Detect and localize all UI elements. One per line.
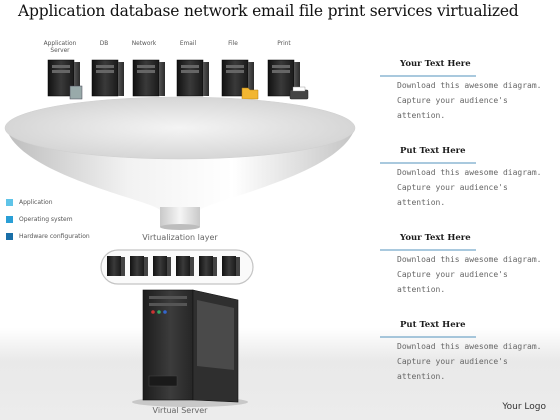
server-db xyxy=(91,59,124,97)
legend-swatch xyxy=(6,216,13,223)
panel-connectors xyxy=(380,75,476,338)
db-icon xyxy=(69,85,83,100)
server-file xyxy=(221,59,259,100)
text-panel: Put Text Here Download this awesome diag… xyxy=(378,145,548,210)
server-application xyxy=(47,59,83,100)
printer-icon xyxy=(289,89,309,100)
page-title: Application database network email file … xyxy=(18,2,519,20)
server-label-db: DB xyxy=(99,39,109,47)
server-label-print: Print xyxy=(277,39,291,47)
legend-item: Hardware configuration xyxy=(6,228,90,245)
server-email xyxy=(176,59,209,97)
legend-label: Hardware configuration xyxy=(19,233,90,240)
panel-heading: Your Text Here xyxy=(400,59,471,69)
panel-heading: Put Text Here xyxy=(400,146,466,156)
virtual-machines xyxy=(100,249,254,285)
panel-heading: Put Text Here xyxy=(400,320,466,330)
server-label-network: Network xyxy=(131,39,157,47)
server-label-email: Email xyxy=(179,39,197,47)
server-network xyxy=(132,59,165,97)
panel-body: Download this awesome diagram. Capture y… xyxy=(397,255,542,294)
logo-placeholder: Your Logo xyxy=(502,402,546,412)
text-panel: Put Text Here Download this awesome diag… xyxy=(378,319,548,384)
folder-icon xyxy=(241,87,259,100)
legend-label: Application xyxy=(19,199,53,206)
legend-swatch xyxy=(6,199,13,206)
legend-item: Application xyxy=(6,194,90,211)
panel-heading: Your Text Here xyxy=(400,233,471,243)
virtual-server-label: Virtual Server xyxy=(152,406,208,415)
legend-label: Operating system xyxy=(19,216,73,223)
virtual-server-tower xyxy=(132,289,248,407)
server-label-file: File xyxy=(228,39,238,47)
panel-body: Download this awesome diagram. Capture y… xyxy=(397,81,542,120)
funnel xyxy=(4,96,356,230)
panel-body: Download this awesome diagram. Capture y… xyxy=(397,168,542,207)
text-panel: Your Text Here Download this awesome dia… xyxy=(378,58,548,123)
legend: Application Operating system Hardware co… xyxy=(6,194,90,245)
server-print xyxy=(267,59,309,100)
virtualization-layer-label: Virtualization layer xyxy=(142,233,218,242)
text-panel: Your Text Here Download this awesome dia… xyxy=(378,232,548,297)
legend-swatch xyxy=(6,233,13,240)
panel-body: Download this awesome diagram. Capture y… xyxy=(397,342,542,381)
legend-item: Operating system xyxy=(6,211,90,228)
